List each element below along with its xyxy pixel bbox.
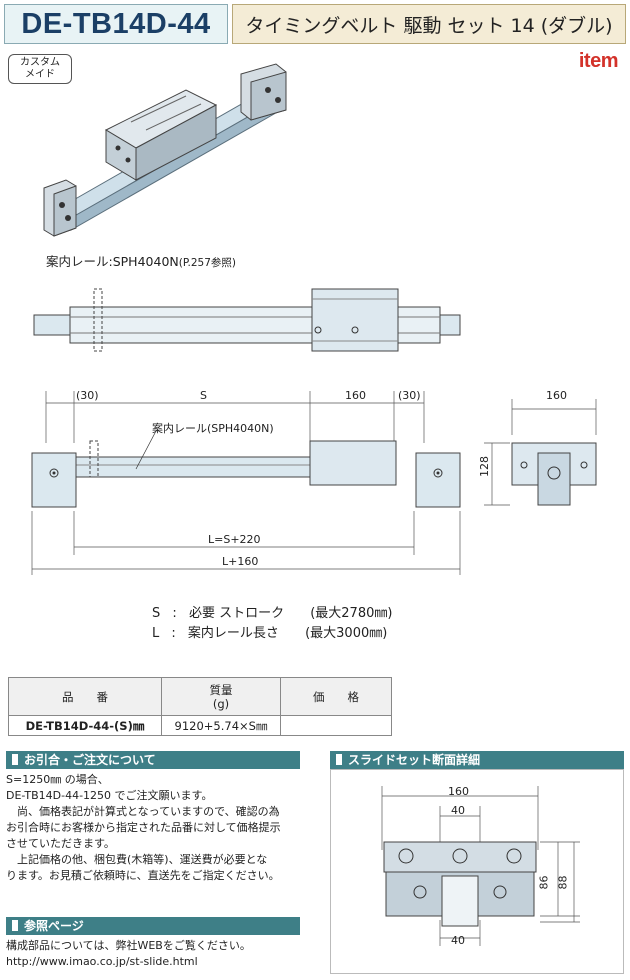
dim-stroke: S [200, 389, 207, 402]
order-line: 尚、価格表記が計算式となっていますので、確認の為 [6, 805, 280, 818]
xs-dim-88: 88 [556, 875, 570, 890]
product-code: DE-TB14D-44 [4, 4, 228, 44]
product-title: タイミングベルト 駆動 セット 14 (ダブル) [232, 4, 626, 44]
order-heading: お引合・ご注文について [6, 751, 300, 769]
header-price: 価 格 [280, 677, 392, 716]
cell-part-no: DE-TB14D-44-(S)㎜ [8, 715, 162, 736]
dim-side-width: 160 [546, 389, 567, 402]
top-view-drawing [33, 288, 461, 352]
xs-dim-40-bottom: 40 [451, 934, 465, 947]
side-view-drawing [484, 399, 597, 506]
legend-max: (最大2780㎜) [310, 606, 393, 621]
legend-desc: 案内レール長さ [187, 626, 279, 641]
brand-logo: item [578, 50, 619, 72]
xs-dim-160: 160 [448, 785, 469, 798]
legend-row-s: S : 必要 ストローク (最大2780㎜) [152, 602, 392, 621]
legend-sym: L [152, 626, 160, 641]
cell-mass: 9120+5.74×S㎜ [161, 715, 281, 736]
dim-left-gap: (30) [76, 389, 99, 402]
order-heading-text: お引合・ご注文について [24, 753, 156, 767]
legend-sep: : [171, 626, 176, 641]
order-body: S=1250㎜ の場合、 DE-TB14D-44-1250 でご注文願います。 … [6, 772, 306, 884]
rail-note-main: 案内レール:SPH4040N [46, 254, 179, 269]
dim-l-total: L+160 [222, 555, 259, 568]
legend-sep: : [172, 606, 177, 621]
badge-line-1: カスタム [20, 57, 60, 68]
xs-dim-40-top: 40 [451, 804, 465, 817]
ref-line: 構成部品については、弊社WEBをご覧ください。 [6, 939, 251, 952]
dim-side-height: 128 [478, 456, 491, 477]
header-mass: 質量 (g) [161, 677, 281, 716]
legend-row-l: L : 案内レール長さ (最大3000㎜) [152, 622, 387, 641]
legend-desc: 必要 ストローク [188, 606, 285, 621]
ref-heading: 参照ページ [6, 917, 300, 935]
slide-heading-text: スライドセット断面詳細 [348, 753, 481, 767]
header-part-no: 品 番 [8, 677, 162, 716]
dim-carriage: 160 [345, 389, 366, 402]
badge-line-2: メイド [25, 69, 55, 80]
order-line: 上記価格の他、梱包費(木箱等)、運送費が必要とな [6, 853, 268, 866]
legend-max: (最大3000㎜) [305, 626, 388, 641]
slide-heading: スライドセット断面詳細 [330, 751, 624, 769]
cell-price [280, 715, 392, 736]
ref-url[interactable]: http://www.imao.co.jp/st-slide.html [6, 955, 198, 968]
order-line: ります。お見積ご依頼時に、直送先をご指定ください。 [6, 869, 280, 882]
table-row: DE-TB14D-44-(S)㎜ 9120+5.74×S㎜ [8, 715, 392, 736]
dim-l-eq: L=S+220 [208, 533, 261, 546]
order-line: S=1250㎜ の場合、 [6, 773, 109, 786]
rail-callout: 案内レール(SPH4040N) [152, 422, 274, 435]
isometric-illustration [43, 63, 287, 237]
legend-sym: S [152, 606, 161, 621]
spec-table: 品 番 質量 (g) 価 格 DE-TB14D-44-(S)㎜ 9120+5.7… [8, 677, 392, 736]
ref-body: 構成部品については、弊社WEBをご覧ください。 http://www.imao.… [6, 938, 306, 970]
order-line: DE-TB14D-44-1250 でご注文願います。 [6, 789, 213, 802]
dim-right-gap: (30) [398, 389, 421, 402]
custom-made-badge: カスタム メイド [8, 54, 72, 84]
order-line: お引合時にお客様から指定された品番に対して価格提示 [6, 821, 281, 834]
front-view-drawing [31, 391, 461, 575]
heading-marker [336, 754, 342, 765]
heading-marker [12, 754, 18, 765]
rail-note-ref: (P.257参照) [178, 257, 237, 269]
rail-note: 案内レール:SPH4040N(P.257参照) [46, 251, 236, 270]
slide-section-frame [330, 769, 624, 974]
cross-section-drawing [381, 786, 580, 946]
order-line: させていただきます。 [6, 837, 115, 850]
ref-heading-text: 参照ページ [24, 919, 84, 933]
xs-dim-86: 86 [537, 875, 551, 890]
heading-marker [12, 920, 18, 931]
